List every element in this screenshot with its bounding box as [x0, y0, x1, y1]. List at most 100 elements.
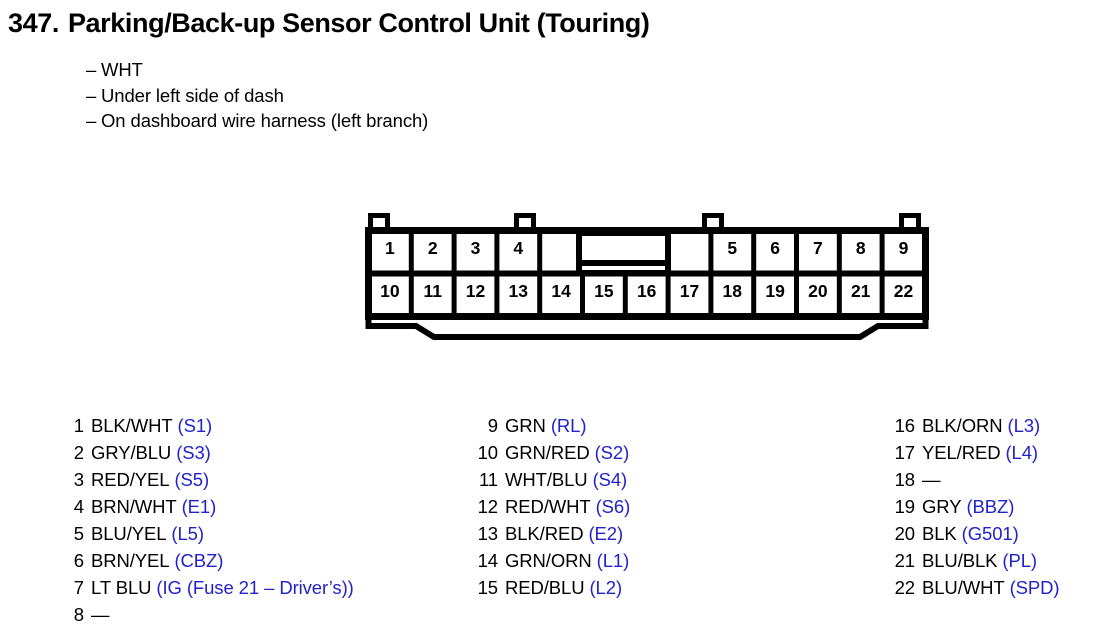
connector-pin-2: 2	[427, 238, 438, 258]
subtitle-text: Under left side of dash	[101, 84, 284, 106]
page-title: 347.Parking/Back-up Sensor Control Unit …	[8, 8, 650, 38]
pin-circuit-code: (RL)	[550, 415, 587, 436]
pin-circuit-code: (S5)	[174, 469, 210, 490]
pin-number: 3	[73, 469, 84, 490]
connector-pin-11: 11	[423, 281, 442, 301]
pin-empty-dash: —	[922, 469, 941, 490]
subtitle-list: –WHT–Under left side of dash–On dashboar…	[86, 57, 886, 134]
connector-bottom-separators	[408, 273, 885, 317]
connector-pin-1: 1	[385, 238, 395, 258]
pin-number: 9	[487, 415, 498, 436]
pin-wire-color: YEL/RED	[922, 442, 1001, 463]
connector-pin-6: 6	[770, 238, 780, 258]
connector-pin-4: 4	[513, 238, 524, 258]
pin-number: 18	[894, 469, 915, 490]
pin-circuit-code: (S1)	[177, 415, 213, 436]
connector-pin-14: 14	[551, 281, 571, 301]
subtitle-dash: –	[86, 59, 97, 80]
pin-list-row: 7 LT BLU(IG (Fuse 21 – Driver’s))	[62, 574, 462, 601]
connector-pin-22: 22	[893, 281, 914, 301]
subtitle-row: –On dashboard wire harness (left branch)	[86, 108, 886, 134]
pin-number: 15	[477, 577, 498, 598]
pin-wire-color: BLK/ORN	[922, 415, 1003, 436]
connector-pin-21: 21	[850, 281, 871, 301]
pin-number: 6	[73, 550, 84, 571]
pin-wire-color: BLK	[922, 523, 957, 544]
subtitle-text: On dashboard wire harness (left branch)	[101, 110, 429, 131]
pin-number: 16	[894, 415, 915, 436]
pin-circuit-code: (S4)	[592, 469, 628, 490]
pin-list-row: 9 GRN(RL)	[476, 412, 876, 439]
pin-circuit-code: (L2)	[589, 577, 623, 598]
subtitle-row: –Under left side of dash	[86, 83, 886, 109]
pin-wire-color: BRN/YEL	[91, 550, 170, 571]
connector-pin-17: 17	[679, 281, 700, 301]
pin-wire-color: BLK/RED	[505, 523, 584, 544]
connector-pin-13: 13	[508, 281, 529, 301]
pin-wire-color: BLU/WHT	[922, 577, 1005, 598]
connector-pin-16: 16	[636, 281, 657, 301]
pin-circuit-code: (BBZ)	[966, 496, 1015, 517]
pin-wire-color: BRN/WHT	[91, 496, 177, 517]
pin-number: 4	[73, 496, 84, 517]
pin-list-row: 18 —	[893, 466, 1093, 493]
pin-circuit-code: (PL)	[1002, 550, 1037, 571]
pin-number: 12	[477, 496, 498, 517]
subtitle-dash: –	[86, 84, 97, 106]
page-title-number: 347.	[8, 8, 59, 38]
pin-list-row: 20 BLK(G501)	[893, 520, 1093, 547]
pin-wire-color: BLU/BLK	[922, 550, 998, 571]
connector-pin-7: 7	[813, 238, 823, 258]
pin-circuit-code: (G501)	[961, 523, 1019, 544]
pin-circuit-code: (IG (Fuse 21 – Driver’s))	[156, 577, 354, 598]
pin-circuit-code: (L4)	[1005, 442, 1038, 463]
pin-wire-color: RED/YEL	[91, 469, 170, 490]
pin-wire-color: LT BLU	[91, 577, 152, 598]
pin-list-row: 3 RED/YEL(S5)	[62, 466, 462, 493]
connector-pin-3: 3	[470, 238, 481, 258]
pin-wire-color: RED/WHT	[505, 496, 591, 517]
pin-empty-dash: —	[91, 604, 110, 625]
connector-pin-15: 15	[594, 281, 614, 301]
pin-number: 14	[477, 550, 498, 571]
subtitle-dash: –	[86, 110, 97, 131]
pin-number: 22	[894, 577, 915, 598]
subtitle-text: WHT	[101, 59, 143, 80]
pin-number: 13	[477, 523, 498, 544]
pin-list-row: 8—	[62, 601, 462, 628]
pin-list-row: 6 BRN/YEL(CBZ)	[62, 547, 462, 574]
pin-wire-color: GRN	[505, 415, 546, 436]
pin-number: 17	[894, 442, 915, 463]
pin-circuit-code: (S2)	[594, 442, 630, 463]
pin-circuit-code: (L1)	[596, 550, 630, 571]
pin-number: 20	[894, 523, 915, 544]
pin-number: 5	[73, 523, 84, 544]
connector-top-separators-left	[408, 230, 543, 274]
pin-wire-color: GRN/RED	[505, 442, 590, 463]
pin-number: 1	[73, 415, 84, 436]
pin-circuit-code: (S3)	[176, 442, 211, 463]
pin-circuit-code: (CBZ)	[174, 550, 224, 571]
connector-pin-8: 8	[855, 238, 866, 258]
subtitle-row: –WHT	[86, 57, 886, 83]
pin-number: 7	[73, 577, 84, 598]
pin-list-row: 17 YEL/RED(L4)	[893, 439, 1093, 466]
connector-outline-svg	[365, 213, 929, 340]
connector-center-key-block	[576, 230, 671, 276]
